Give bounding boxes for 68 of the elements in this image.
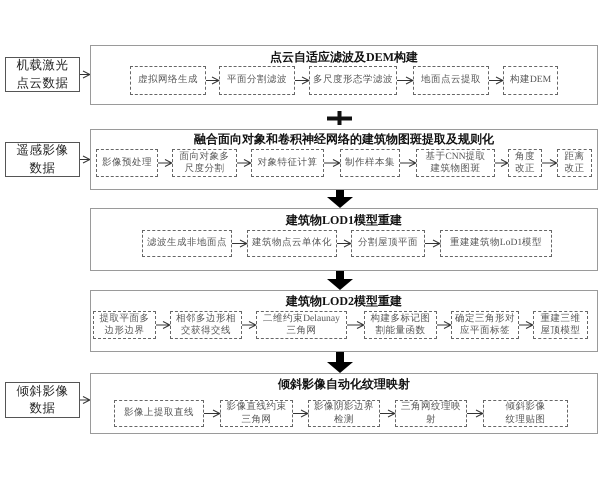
- arrow: [294, 76, 310, 84]
- step-box: 建筑物点云单体化: [247, 230, 337, 257]
- arrow: [80, 70, 90, 78]
- panel-title: 建筑物LOD2模型重建: [286, 293, 402, 309]
- step-box: 影像直线约束三角网: [220, 400, 293, 427]
- step-box: 平面分割滤波: [219, 66, 295, 95]
- step-box: 地面点云提取: [413, 66, 489, 95]
- step-box: 倾斜影像纹理贴图: [483, 400, 568, 427]
- arrow: [518, 321, 534, 329]
- step-box: 影像阴影边界检测: [308, 400, 380, 427]
- step-box: 构建多标记图割能量函数: [364, 311, 437, 339]
- step-box: 影像预处理: [96, 149, 158, 177]
- arrow: [80, 156, 90, 164]
- arrow: [242, 321, 256, 329]
- arrow: [80, 396, 90, 404]
- arrow: [380, 410, 396, 418]
- step-box: 多尺度形态学滤波: [309, 66, 397, 95]
- process-panel: [90, 373, 598, 434]
- arrow: [324, 159, 340, 167]
- arrow: [400, 159, 416, 167]
- step-box: 滤波生成非地面点: [142, 230, 232, 257]
- process-panel: [90, 129, 598, 190]
- step-box: 分割屋顶平面: [351, 230, 425, 257]
- panel-title: 建筑物LOD1模型重建: [286, 212, 402, 228]
- panel-title: 点云自适应滤波及DEM构建: [270, 49, 418, 65]
- arrow: [424, 240, 440, 248]
- data-source-box: 遥感影像数据: [5, 142, 80, 177]
- step-box: 制作样本集: [340, 149, 400, 177]
- arrow: [436, 321, 452, 329]
- step-box: 确定三角形对应平面标签: [451, 311, 519, 339]
- step-box: 基于CNN提取建筑物图斑: [416, 149, 495, 177]
- process-panel: [90, 290, 598, 352]
- arrow: [292, 410, 308, 418]
- arrow: [206, 76, 220, 84]
- arrow: [466, 410, 484, 418]
- step-box: 提取平面多边形边界: [93, 311, 156, 339]
- panel-title: 倾斜影像自动化纹理映射: [278, 376, 410, 392]
- process-panel: [90, 45, 598, 105]
- step-box: 距离改正: [557, 149, 592, 177]
- arrow: [346, 321, 364, 329]
- data-source-box: 倾斜影像数据: [5, 382, 80, 418]
- step-box: 三角网纹理映射: [395, 400, 467, 427]
- arrow: [158, 159, 172, 167]
- step-box: 重建建筑物LoD1模型: [440, 230, 552, 257]
- arrow: [156, 321, 170, 329]
- step-box: 相邻多边形相交获得交线: [170, 311, 242, 339]
- step-box: 对象特征计算: [251, 149, 324, 177]
- step-box: 重建三维屋顶模型: [533, 311, 588, 339]
- step-box: 角度改正: [508, 149, 542, 177]
- process-panel: [90, 208, 598, 271]
- step-box: 影像上提取直线: [114, 400, 204, 427]
- arrow: [232, 240, 248, 248]
- arrow: [488, 76, 504, 84]
- block-arrow: [327, 352, 353, 373]
- block-arrow: [327, 190, 353, 208]
- step-box: 二维约束Delaunay三角网: [256, 311, 347, 339]
- block-arrow: [327, 271, 353, 290]
- step-box: 构建DEM: [503, 66, 558, 95]
- arrow: [336, 240, 352, 248]
- step-box: 面向对象多尺度分割: [172, 149, 237, 177]
- step-box: 虚拟网络生成: [130, 66, 206, 95]
- arrow: [204, 410, 220, 418]
- panel-title: 融合面向对象和卷积神经网络的建筑物图斑提取及规则化: [194, 131, 494, 147]
- arrow: [236, 159, 252, 167]
- arrow: [396, 76, 414, 84]
- data-source-box: 机载激光点云数据: [5, 57, 80, 92]
- arrow: [542, 159, 558, 167]
- arrow: [494, 159, 508, 167]
